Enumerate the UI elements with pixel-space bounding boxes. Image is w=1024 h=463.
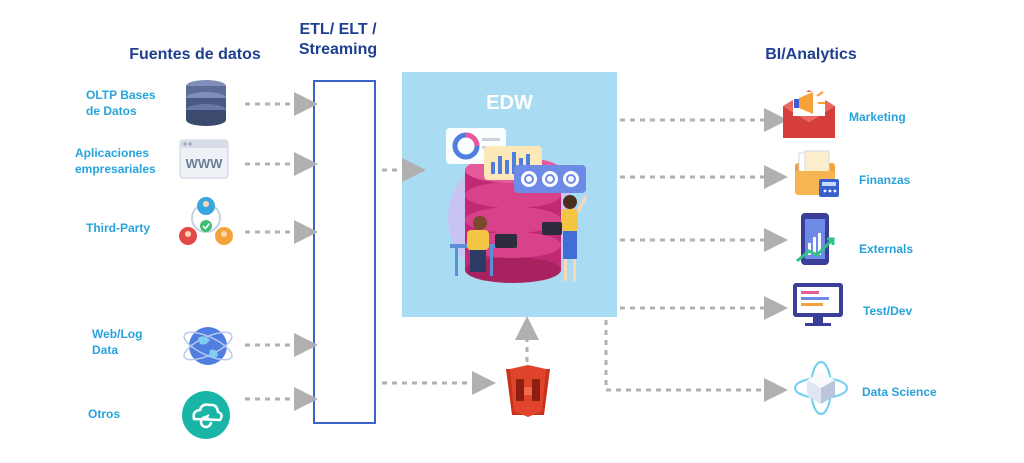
cloud-sync-icon <box>182 391 230 439</box>
source-label-weblog: Web/Log Data <box>92 326 142 358</box>
source-label-oltp: OLTP Bases de Datos <box>86 87 156 119</box>
person-sitting <box>450 216 517 276</box>
source-label-line: Aplicaciones <box>75 146 150 160</box>
arrow-edw-datascience <box>604 320 788 402</box>
source-label-line: de Datos <box>86 104 137 118</box>
phone-chart-icon <box>796 213 835 265</box>
circles-panel <box>514 165 586 193</box>
etl-box <box>313 80 376 424</box>
database-icon <box>186 80 226 126</box>
source-label-apps: Aplicaciones empresariales <box>75 145 156 177</box>
source-label-line: Third-Party <box>86 221 151 235</box>
globe-icon <box>183 327 233 365</box>
monitor-code-icon <box>793 283 843 326</box>
source-label-line: empresariales <box>75 162 156 176</box>
sources-heading: Fuentes de datos <box>129 46 261 63</box>
source-label-otros: Otros <box>88 406 120 422</box>
cube-orbit-icon <box>794 361 848 415</box>
finance-folder-icon <box>795 150 839 197</box>
bi-label-externals: Externals <box>859 242 914 256</box>
source-label-line: Otros <box>88 407 121 421</box>
svg-text:WWW: WWW <box>186 156 224 171</box>
s3-bucket-icon <box>506 365 550 417</box>
source-label-thirdparty: Third-Party <box>86 220 150 236</box>
network-users-icon <box>179 197 233 245</box>
bi-label-datascience: Data Science <box>862 385 937 399</box>
bi-label-finanzas: Finanzas <box>859 173 911 187</box>
bi-label-marketing: Marketing <box>849 110 906 124</box>
source-label-line: OLTP Bases <box>86 88 156 102</box>
edw-illustration <box>446 128 588 283</box>
bi-label-testdev: Test/Dev <box>863 304 913 318</box>
edw-title: EDW <box>486 92 533 114</box>
etl-heading: ETL/ ELT / Streaming <box>278 20 398 60</box>
etl-heading-line1: ETL/ ELT / <box>299 21 377 38</box>
bi-heading: BI/Analytics <box>765 46 857 63</box>
www-browser-icon: WWW <box>179 139 229 179</box>
megaphone-mail-icon <box>783 90 835 138</box>
source-label-line: Web/Log <box>92 327 143 341</box>
source-label-line: Data <box>92 343 119 357</box>
person-standing <box>542 195 588 281</box>
etl-heading-line2: Streaming <box>298 41 378 58</box>
